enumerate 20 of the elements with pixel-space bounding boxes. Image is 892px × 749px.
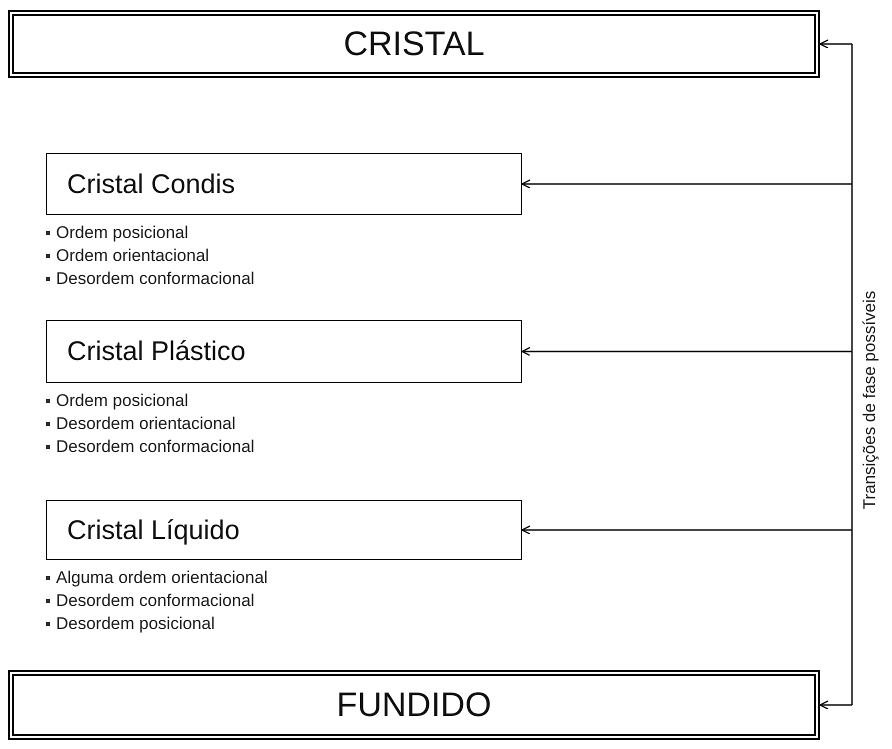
- state-box: FUNDIDO: [8, 670, 820, 740]
- property-text: Desordem conformacional: [56, 436, 254, 458]
- arrow: [521, 179, 852, 189]
- arrow: [521, 346, 852, 356]
- property-text: Desordem orientacional: [56, 413, 236, 435]
- property-text: Ordem posicional: [56, 222, 188, 244]
- property-text: Ordem orientacional: [56, 245, 210, 267]
- state-box: CRISTAL: [8, 10, 820, 78]
- property-text: Desordem conformacional: [56, 268, 254, 290]
- arrow: [521, 525, 852, 535]
- property-text: Alguma ordem orientacional: [56, 567, 268, 589]
- arrow: [819, 700, 852, 710]
- property-text: Ordem posicional: [56, 390, 188, 412]
- arrow: [819, 39, 852, 49]
- property-text: Desordem conformacional: [56, 590, 254, 612]
- axis-label: Transições de fase possíveis: [860, 290, 880, 510]
- property-text: Desordem posicional: [56, 613, 215, 635]
- phase-box: Cristal Plástico: [46, 320, 522, 383]
- phase-box: Cristal Condis: [46, 153, 522, 215]
- phase-box: Cristal Líquido: [46, 500, 522, 560]
